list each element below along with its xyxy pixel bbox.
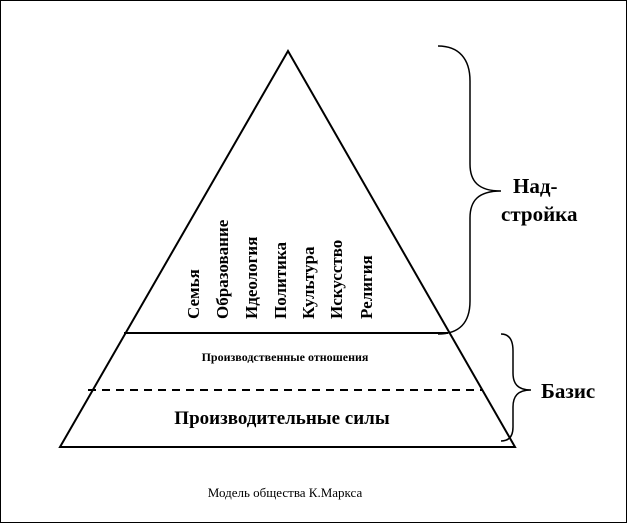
superstructure-label-line2: стройка	[501, 202, 578, 226]
base-brace	[500, 333, 532, 442]
superstructure-item-education: Образование	[213, 219, 232, 319]
diagram-caption: Модель общества К.Маркса	[208, 485, 363, 500]
production-relations-label: Производственные отношения	[202, 350, 369, 364]
base-label: Базис	[541, 379, 595, 403]
superstructure-brace	[437, 45, 502, 335]
superstructure-item-politics: Политика	[271, 241, 290, 319]
pyramid-outline	[58, 48, 517, 448]
superstructure-item-ideology: Идеология	[242, 237, 261, 319]
superstructure-label-line1: Над-	[513, 174, 557, 198]
superstructure-item-culture: Культура	[299, 246, 318, 319]
superstructure-item-art: Искусство	[327, 240, 346, 319]
superstructure-item-family: Семья	[184, 269, 203, 319]
superstructure-item-religion: Религия	[357, 255, 376, 319]
productive-forces-label: Производительные силы	[174, 408, 390, 429]
